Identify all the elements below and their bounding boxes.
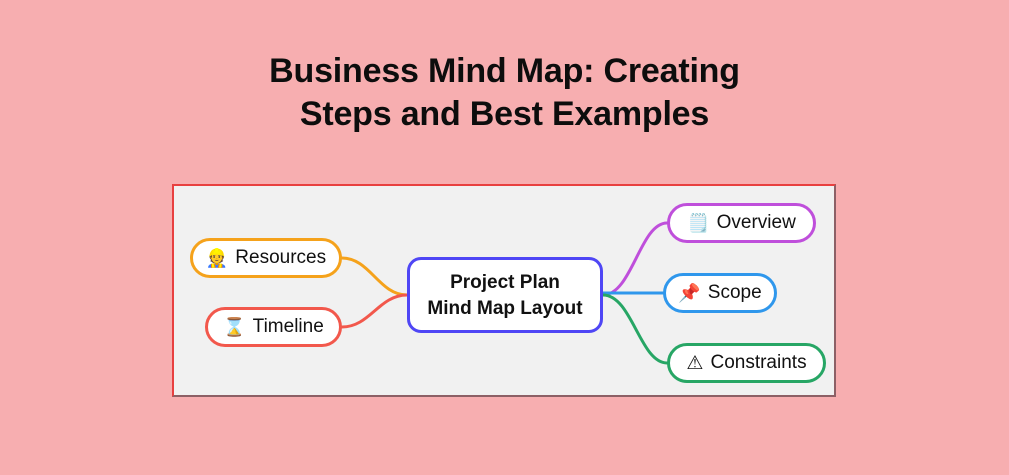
central-node-line-2: Mind Map Layout <box>427 297 583 319</box>
node-scope-label: Scope <box>707 281 762 303</box>
node-timeline-label: Timeline <box>252 315 324 337</box>
node-scope[interactable]: 📌 Scope <box>663 273 777 313</box>
node-timeline[interactable]: ⌛ Timeline <box>205 307 342 347</box>
construction-worker-icon: 👷 <box>205 248 229 268</box>
edge-constraints <box>601 293 669 365</box>
edge-resources <box>340 256 409 297</box>
page-title: Business Mind Map: Creating Steps and Be… <box>269 52 740 133</box>
node-central[interactable]: Project Plan Mind Map Layout <box>407 257 603 333</box>
node-constraints[interactable]: ⚠ Constraints <box>667 343 826 383</box>
notepad-icon: 🗒️ <box>687 213 710 233</box>
node-constraints-label: Constraints <box>710 351 807 373</box>
pushpin-icon: 📌 <box>678 283 701 303</box>
edge-timeline <box>340 293 409 329</box>
edge-overview <box>601 221 669 297</box>
node-overview-label: Overview <box>716 211 796 233</box>
hourglass-icon: ⌛ <box>223 317 246 337</box>
node-resources-label: Resources <box>235 246 327 268</box>
node-resources[interactable]: 👷 Resources <box>190 238 342 278</box>
mindmap-frame: Project Plan Mind Map Layout 👷 Resources… <box>172 184 836 397</box>
central-node-line-1: Project Plan <box>450 271 560 293</box>
warning-triangle-icon: ⚠ <box>686 352 704 374</box>
node-overview[interactable]: 🗒️ Overview <box>667 203 816 243</box>
